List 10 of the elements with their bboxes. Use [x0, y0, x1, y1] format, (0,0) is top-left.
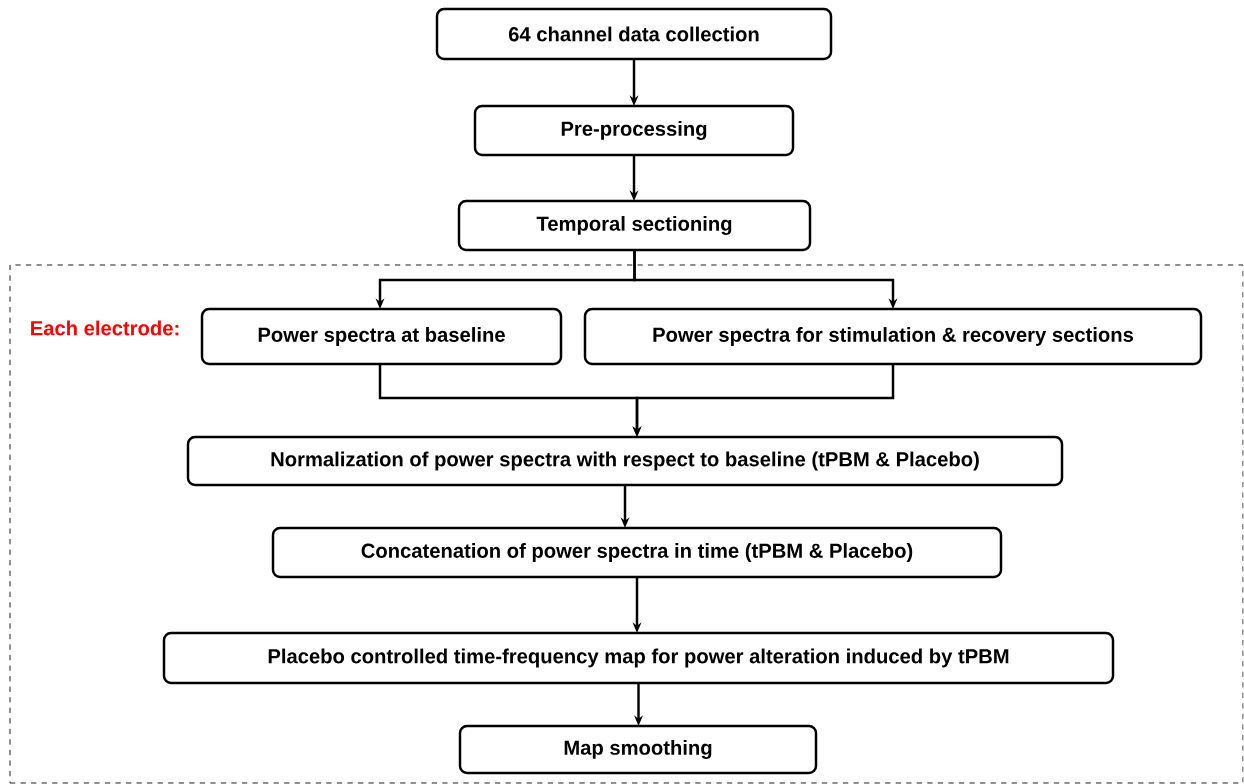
- process-box: Normalization of power spectra with respect to baseline (tPBM & Placebo): [186, 435, 1064, 487]
- process-box: Power spectra for stimulation & recovery sections: [583, 307, 1203, 366]
- process-box: Temporal sectioning: [457, 199, 812, 252]
- process-box: 64 channel data collection: [435, 7, 833, 61]
- process-box: Power spectra at baseline: [200, 307, 563, 366]
- process-box: Pre-processing: [473, 104, 795, 157]
- process-box: Concatenation of power spectra in time (tPBM & Placebo): [271, 526, 1003, 579]
- process-box: Map smoothing: [458, 724, 818, 775]
- region-label: Each electrode:: [31, 320, 179, 336]
- process-box: Placebo controlled time-frequency map for power alteration induced by tPBM: [162, 631, 1115, 685]
